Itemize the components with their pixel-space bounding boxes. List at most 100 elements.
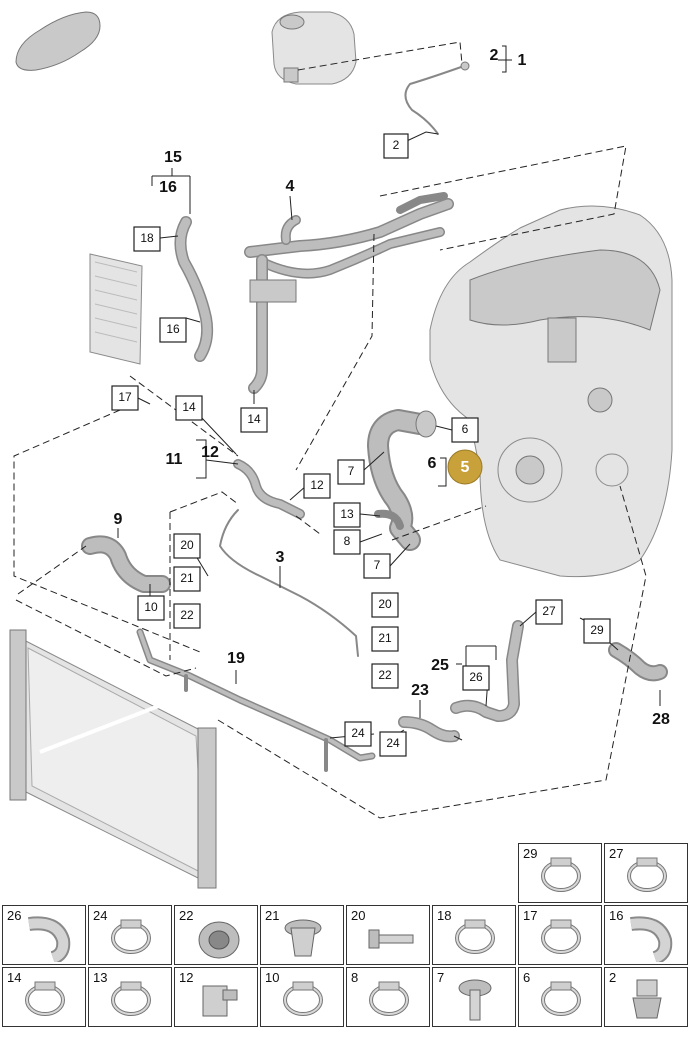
hose-clamp-icon <box>627 857 667 892</box>
auxiliary-radiator-part <box>89 253 143 365</box>
callout-box-7a[interactable]: 7 <box>337 459 365 485</box>
parts-grid-cell-26[interactable]: 26 <box>2 905 86 965</box>
parts-grid-cell-29[interactable]: 29 <box>518 843 602 903</box>
callout-label-15[interactable]: 15 <box>164 149 182 166</box>
callout-label-23[interactable]: 23 <box>411 682 429 699</box>
callout-box-29[interactable]: 29 <box>583 618 611 644</box>
parts-grid-cell-16[interactable]: 16 <box>604 905 688 965</box>
hose-elbow-icon <box>28 916 71 962</box>
callout-label-4[interactable]: 4 <box>286 178 295 195</box>
parts-grid-cell-number: 8 <box>351 970 359 985</box>
parts-grid-cell-18[interactable]: 18 <box>432 905 516 965</box>
callout-box-8[interactable]: 8 <box>333 529 361 555</box>
callout-box-18[interactable]: 18 <box>133 226 161 252</box>
hose-28-part <box>608 642 668 682</box>
svg-text:7: 7 <box>348 464 355 478</box>
svg-text:22: 22 <box>180 608 194 622</box>
hose-16-part <box>174 216 214 362</box>
callout-box-13[interactable]: 13 <box>333 502 361 528</box>
callout-label-11[interactable]: 11 <box>166 451 183 468</box>
parts-grid-cell-number: 13 <box>93 970 108 985</box>
hose-clamp-icon <box>111 919 151 954</box>
svg-text:20: 20 <box>180 538 194 552</box>
plug-icon <box>284 919 322 957</box>
callout-box-14a[interactable]: 14 <box>175 395 203 421</box>
callout-label-6[interactable]: 6 <box>428 455 437 472</box>
svg-text:20: 20 <box>378 597 392 611</box>
callout-box-21a[interactable]: 21 <box>173 566 201 592</box>
callout-box-20b[interactable]: 20 <box>371 592 399 618</box>
hose-clamp-icon <box>455 919 495 954</box>
parts-grid-cell-number: 2 <box>609 970 617 985</box>
callout-box-12b[interactable]: 12 <box>303 473 331 499</box>
parts-grid-cell-27[interactable]: 27 <box>604 843 688 903</box>
car-silhouette-icon <box>15 11 101 71</box>
connector-icon <box>632 979 662 1019</box>
svg-text:22: 22 <box>378 668 392 682</box>
callout-box-22b[interactable]: 22 <box>371 663 399 689</box>
parts-grid-cell-number: 7 <box>437 970 445 985</box>
svg-text:21: 21 <box>180 571 194 585</box>
parts-grid-cell-7[interactable]: 7 <box>432 967 516 1027</box>
main-radiator-part <box>9 629 217 889</box>
parts-grid-cell-12[interactable]: 12 <box>174 967 258 1027</box>
parts-grid-cell-number: 29 <box>523 846 538 861</box>
parts-grid-cell-17[interactable]: 17 <box>518 905 602 965</box>
coolant-hose-5-part <box>367 409 437 551</box>
callout-label-9[interactable]: 9 <box>114 511 123 528</box>
callout-box-14b[interactable]: 14 <box>240 407 268 433</box>
parts-grid-cell-10[interactable]: 10 <box>260 967 344 1027</box>
svg-text:10: 10 <box>144 600 158 614</box>
svg-text:26: 26 <box>469 670 483 684</box>
callout-label-1[interactable]: 1 <box>518 52 527 69</box>
callout-box-26[interactable]: 26 <box>462 665 490 691</box>
svg-text:24: 24 <box>351 726 365 740</box>
callout-label-2[interactable]: 2 <box>490 47 499 64</box>
callout-box-6a[interactable]: 6 <box>451 417 479 443</box>
callout-box-27[interactable]: 27 <box>535 599 563 625</box>
parts-grid-cell-8[interactable]: 8 <box>346 967 430 1027</box>
callout-box-24a[interactable]: 24 <box>344 721 372 747</box>
parts-grid-cell-20[interactable]: 20 <box>346 905 430 965</box>
svg-text:13: 13 <box>340 507 354 521</box>
callout-label-3[interactable]: 3 <box>276 549 285 566</box>
callout-box-20a[interactable]: 20 <box>173 533 201 559</box>
level-sensor-wire <box>404 65 465 135</box>
parts-grid-cell-22[interactable]: 22 <box>174 905 258 965</box>
hose-clamp-icon <box>541 919 581 954</box>
callout-box-10[interactable]: 10 <box>137 595 165 621</box>
callout-box-17[interactable]: 17 <box>111 385 139 411</box>
parts-grid-cell-6[interactable]: 6 <box>518 967 602 1027</box>
hose-clamp-icon <box>541 857 581 892</box>
parts-grid-cell-21[interactable]: 21 <box>260 905 344 965</box>
hose-clamp-icon <box>283 981 323 1016</box>
parts-grid-cell-number: 20 <box>351 908 366 923</box>
hose-23-part <box>398 716 460 743</box>
callout-box-7b[interactable]: 7 <box>363 553 391 579</box>
callout-box-2b[interactable]: 2 <box>383 133 409 159</box>
callout-label-16[interactable]: 16 <box>159 179 177 196</box>
hose-11-part <box>233 459 305 519</box>
callout-label-28[interactable]: 28 <box>652 711 670 728</box>
parts-grid-cell-number: 14 <box>7 970 22 985</box>
callout-highlight-5[interactable]: 5 <box>447 449 483 485</box>
callout-label-19[interactable]: 19 <box>227 650 245 667</box>
callout-box-24b[interactable]: 24 <box>379 731 407 757</box>
callout-box-21b[interactable]: 21 <box>371 626 399 652</box>
parts-grid-cell-13[interactable]: 13 <box>88 967 172 1027</box>
parts-grid-cell-2[interactable]: 2 <box>604 967 688 1027</box>
hose-9-part <box>81 535 171 593</box>
svg-text:29: 29 <box>590 623 604 637</box>
engine-block-part <box>429 205 673 578</box>
svg-text:14: 14 <box>182 400 196 414</box>
callout-box-22a[interactable]: 22 <box>173 603 201 629</box>
callout-label-25[interactable]: 25 <box>431 657 449 674</box>
callout-label-12[interactable]: 12 <box>201 444 219 461</box>
callout-box-16b[interactable]: 16 <box>159 317 187 343</box>
parts-grid-cell-24[interactable]: 24 <box>88 905 172 965</box>
svg-text:7: 7 <box>374 558 381 572</box>
parts-grid-cell-14[interactable]: 14 <box>2 967 86 1027</box>
hose-clamp-icon <box>541 981 581 1016</box>
